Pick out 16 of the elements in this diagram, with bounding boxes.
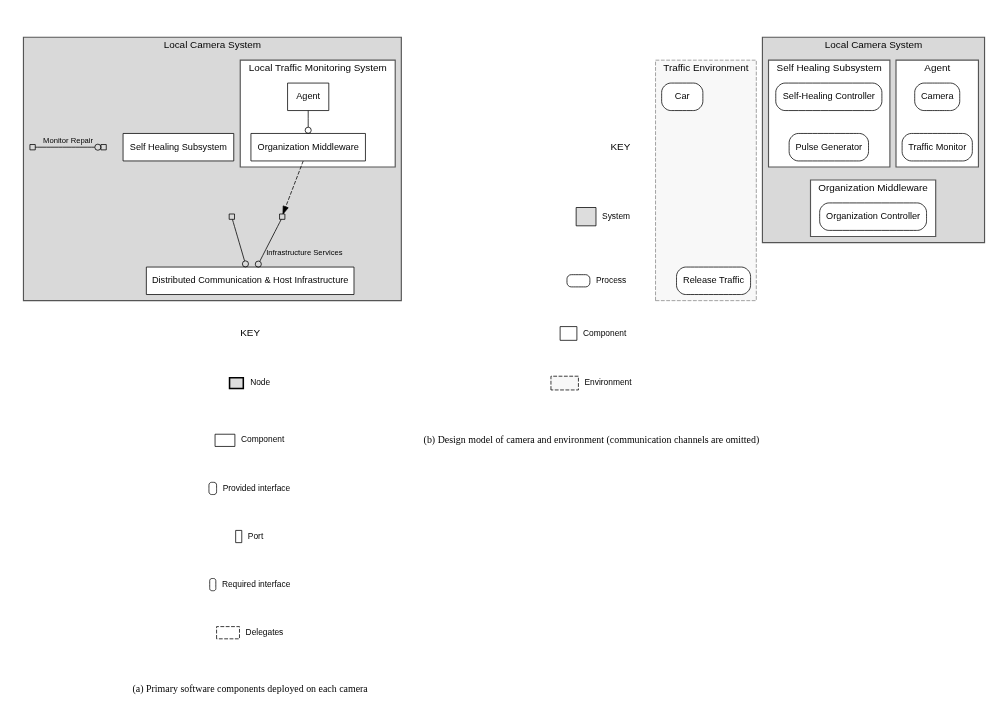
legend-label: Environment <box>584 376 632 387</box>
edge-label: Monitor Repair <box>43 135 94 145</box>
legend-label: System <box>602 210 631 221</box>
legend-label: Component <box>241 433 285 444</box>
legend-label: Node <box>250 376 271 387</box>
legend-label: Required interface <box>221 578 291 589</box>
legend-label: Provided interface <box>222 482 291 493</box>
edge-label: Infrastructure Services <box>266 247 343 257</box>
legend-label: Delegates <box>245 626 284 637</box>
label: KEY <box>240 326 261 338</box>
legend-label: Port <box>247 530 264 541</box>
legend-label: Component <box>583 327 627 338</box>
legend-label: Process <box>595 274 627 285</box>
label: (a) Primary software components deployed on each camera <box>132 682 368 694</box>
label: (b) Design model of camera and environment (communication channels are omitted) <box>423 433 760 445</box>
label: KEY <box>610 140 631 152</box>
